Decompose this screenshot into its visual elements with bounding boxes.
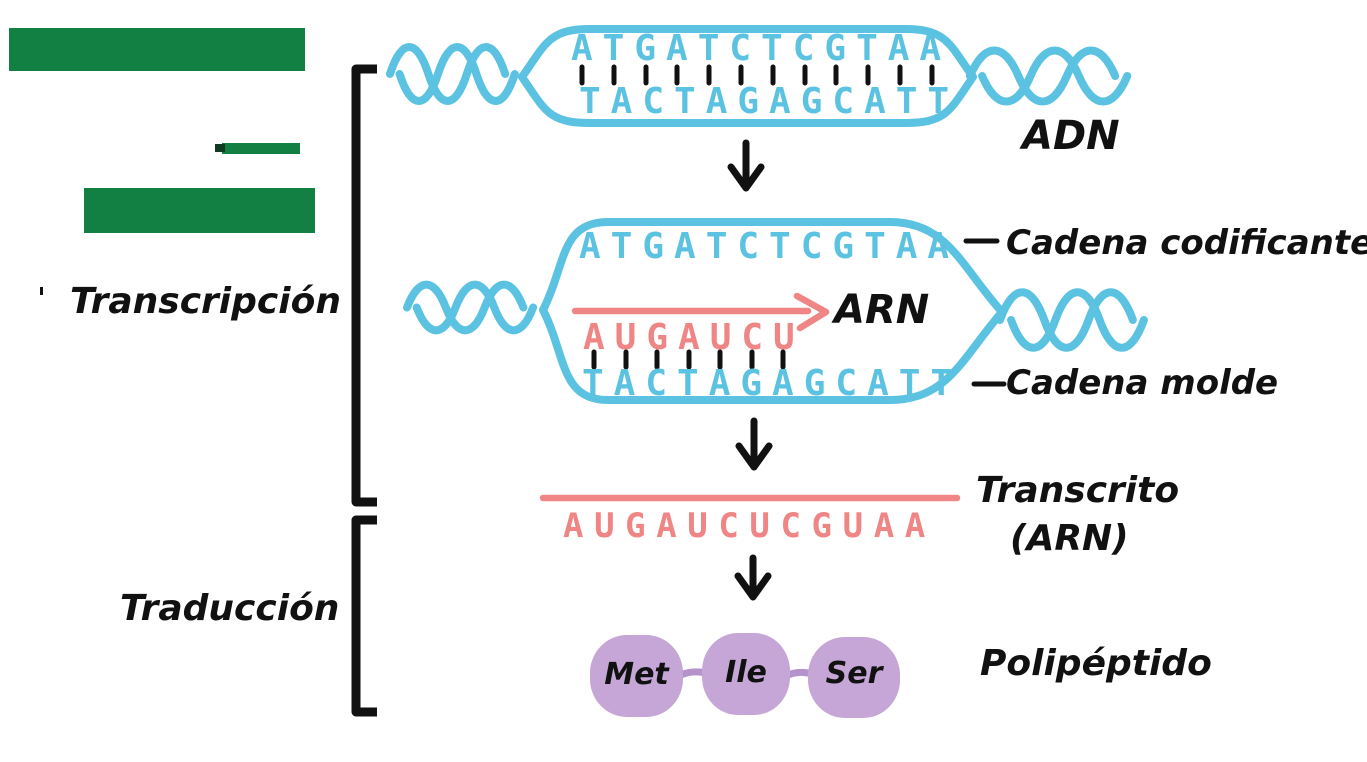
stray-mark: [40, 287, 43, 295]
dna-helix-top-right: [970, 51, 1127, 102]
dna-helix-mid-right: [1000, 292, 1144, 348]
residue-ile: Ile: [725, 655, 767, 690]
transcript-label-line2: (ARN): [1010, 518, 1129, 559]
dna-label: ADN: [1022, 113, 1120, 159]
residue-ser: Ser: [825, 656, 883, 691]
bubble-rna-sequence: AUGAUCU: [583, 317, 805, 358]
transcript-sequence: AUGAUCUCGUAA: [563, 506, 936, 546]
polypeptide-chain: [590, 633, 900, 718]
green-bar-1: [9, 28, 305, 71]
dna-helix-top-left: [390, 47, 515, 101]
dna-top-coding-strand: ATGATCTCGTAA: [571, 28, 952, 69]
peptide-blob-ile: [702, 633, 790, 715]
translation-label: Traducción: [120, 588, 340, 629]
transcript-label-line1: Transcrito: [976, 470, 1180, 511]
base-pair-ticks-top: [579, 64, 935, 86]
base-pair-ticks-bubble: [591, 349, 786, 370]
coding-strand-label: Cadena codificante: [1006, 223, 1367, 263]
dna-top-template-strand: TACTAGAGCATT: [579, 81, 960, 122]
rna-strokes: [539, 292, 961, 502]
bubble-template-strand: TACTAGAGCATT: [582, 363, 963, 404]
ink-strokes: [351, 64, 1007, 717]
polypeptide-label: Polipéptido: [980, 643, 1212, 684]
template-strand-label: Cadena molde: [1006, 363, 1279, 403]
bubble-coding-strand: ATGATCTCGTAA: [579, 226, 960, 267]
dna-helix-mid-left: [407, 285, 533, 331]
down-arrow-3: [734, 554, 772, 601]
transcription-label: Transcripción: [70, 281, 341, 322]
peptide-blob-met: [590, 635, 683, 717]
peptide-blob-ser: [808, 637, 900, 718]
green-blocks: [9, 28, 315, 233]
dna-artwork: [390, 25, 1144, 404]
dna-bubble-top-outline: [518, 25, 977, 127]
down-arrow-1: [727, 139, 765, 192]
transcription-bubble-outline: [539, 218, 1006, 404]
down-arrow-2: [735, 417, 773, 471]
green-bar-2: [222, 143, 300, 154]
translation-bracket: [351, 515, 377, 717]
green-bar-3: [84, 188, 315, 233]
small-dark-tick: [215, 144, 225, 152]
rna-label: ARN: [834, 287, 930, 333]
transcription-bracket: [351, 64, 377, 507]
residue-met: Met: [604, 657, 669, 692]
rna-synthesis-arrow: [571, 292, 830, 332]
